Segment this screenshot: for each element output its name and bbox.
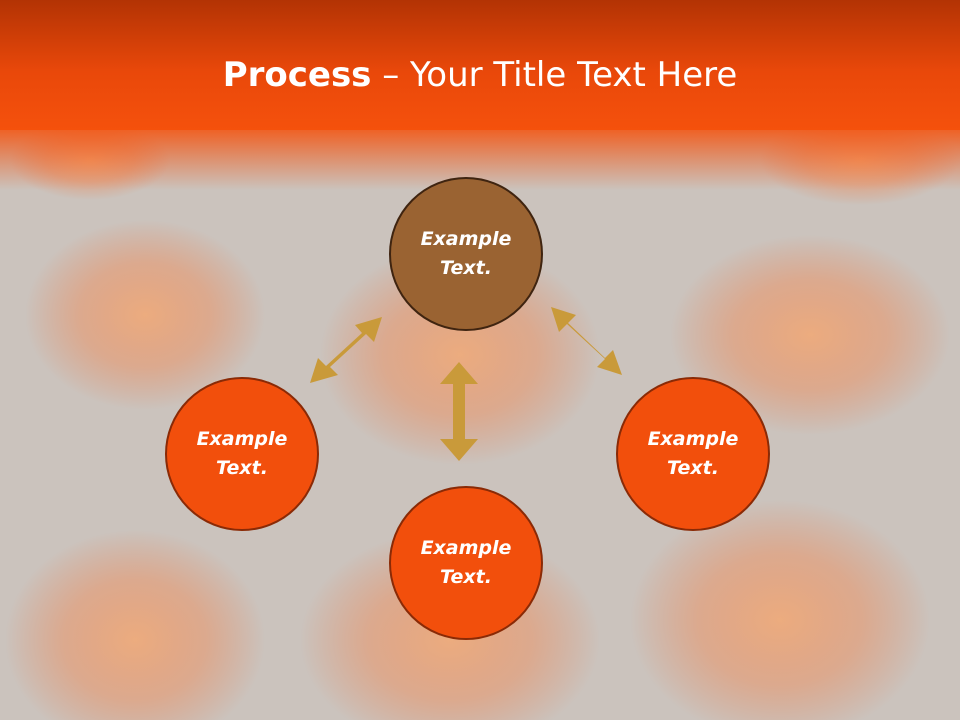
node-bottom: Example Text. [389,486,543,640]
node-bottom-line2: Text. [440,566,492,588]
slide-title: Process – Your Title Text Here [0,52,960,98]
arrow-right-diagonal [551,307,622,375]
title-bold: Process [222,55,372,95]
node-right: Example Text. [616,377,770,531]
node-right-line1: Example [647,428,739,450]
node-right-line2: Text. [667,457,719,479]
title-rest: – Your Title Text Here [371,55,738,95]
node-top-line2: Text. [440,257,492,279]
node-left: Example Text. [165,377,319,531]
node-top-line1: Example [420,228,512,250]
node-top: Example Text. [389,177,543,331]
node-bottom-line1: Example [420,537,512,559]
arrow-left-diagonal [310,317,382,383]
node-left-line1: Example [196,428,288,450]
arrow-vertical [440,362,478,461]
node-left-line2: Text. [216,457,268,479]
title-bar [0,0,960,130]
